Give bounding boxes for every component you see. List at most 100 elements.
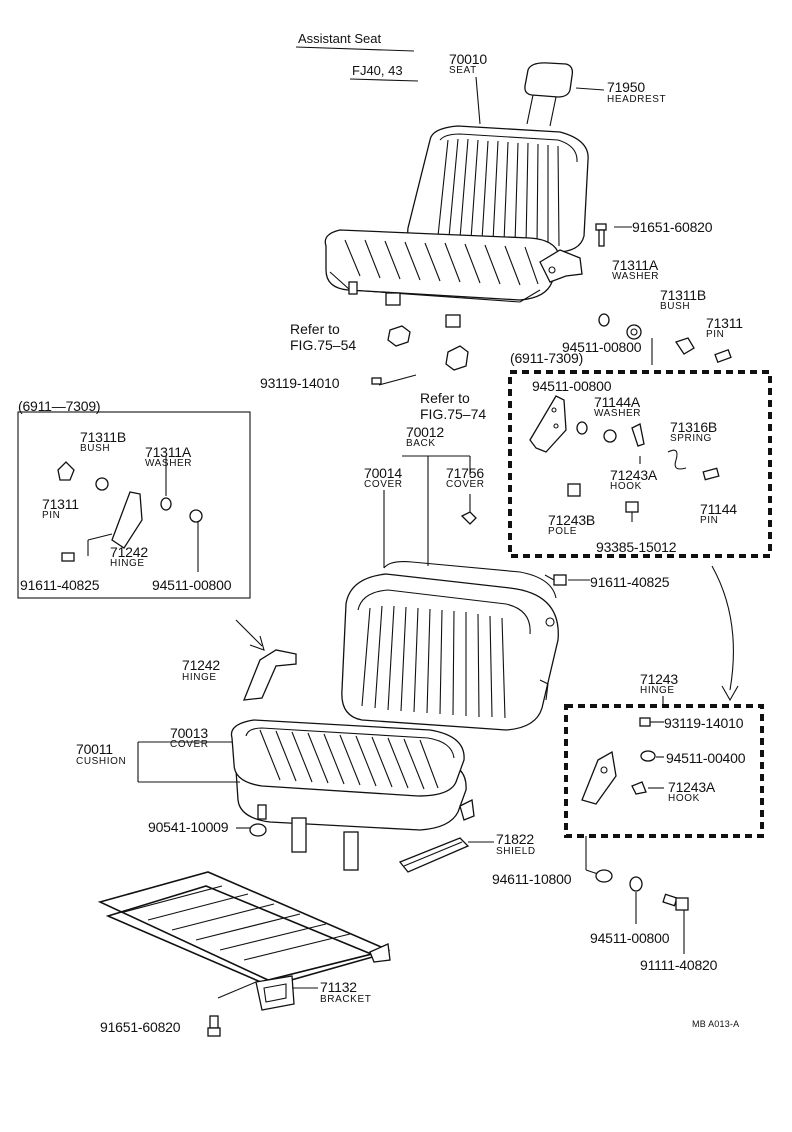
part-number-71316B: 71316B xyxy=(670,419,718,435)
right-inset-box xyxy=(508,370,772,558)
range-label-left: (6911—7309) xyxy=(18,398,101,414)
part-number-71311A-right: 71311A xyxy=(612,257,659,273)
refer-fig-75-74: Refer to FIG.75–74 xyxy=(420,390,486,422)
refer-line-2: FIG.75–54 xyxy=(290,337,357,353)
part-name-bush-left: BUSH xyxy=(80,443,111,454)
part-number-90541: 90541-10009 xyxy=(148,819,229,835)
range-label-right: (6911-7309) xyxy=(510,350,584,366)
part-name-bracket: BRACKET xyxy=(320,994,372,1005)
model-underline xyxy=(349,78,419,82)
seat-frame xyxy=(97,871,391,987)
part-number-71950: 71950 xyxy=(607,79,645,95)
part-number-70012: 70012 xyxy=(406,424,444,440)
hinge-71242-shape xyxy=(242,649,297,701)
seat-cushion-shape xyxy=(324,229,561,301)
right-hinge-fasteners xyxy=(598,313,732,365)
part-number-91651-bottom: 91651-60820 xyxy=(100,1019,181,1035)
part-number-70011: 70011 xyxy=(76,741,113,757)
refer-line-1: Refer to xyxy=(420,390,470,406)
bracket-71132-shape xyxy=(255,975,295,1011)
part-name-cushion: CUSHION xyxy=(76,756,127,767)
part-number-91611-left: 91611-40825 xyxy=(20,577,100,593)
part-name-hook-right: HOOK xyxy=(610,481,642,492)
headrest-shape xyxy=(524,62,574,98)
part-number-70014: 70014 xyxy=(364,465,402,481)
left-inset-parts xyxy=(57,456,203,572)
part-number-70013: 70013 xyxy=(170,725,208,741)
ref-fittings xyxy=(371,325,469,385)
part-number-94511-right-2: 94511-00800 xyxy=(532,378,612,394)
refer-fig-75-54: Refer to FIG.75–54 xyxy=(290,321,356,353)
bottom-right-inset-box xyxy=(564,704,764,838)
part-number-71243A-right: 71243A xyxy=(610,467,658,483)
leader-lines-top xyxy=(378,76,632,581)
title-underline xyxy=(295,46,415,52)
arrow-right xyxy=(711,565,734,691)
part-name-cover-70014: COVER xyxy=(364,479,403,490)
part-number-71243B: 71243B xyxy=(548,512,596,528)
part-number-71311-left: 71311 xyxy=(42,496,79,512)
part-name-hinge-71243: HINGE xyxy=(640,685,675,696)
part-name-pin-71144: PIN xyxy=(700,515,719,526)
right-inset-parts xyxy=(529,395,720,522)
seat-back-70012 xyxy=(341,561,559,731)
part-name-shield: SHIELD xyxy=(496,846,536,857)
part-number-71144A: 71144A xyxy=(594,394,641,410)
part-name-hinge-71242: HINGE xyxy=(182,672,217,683)
part-name-headrest: HEADREST xyxy=(607,94,667,105)
refer-line-2: FIG.75–74 xyxy=(420,406,487,422)
part-number-71311-right: 71311 xyxy=(706,315,743,331)
model-label: FJ40, 43 xyxy=(352,63,403,78)
part-number-93385: 93385-15012 xyxy=(596,539,677,555)
part-name-seat: SEAT xyxy=(449,65,477,76)
part-number-94511-right-1: 94511-00800 xyxy=(562,339,642,355)
bottom-right-inset-parts xyxy=(581,717,664,875)
part-number-71822: 71822 xyxy=(496,831,534,847)
part-number-91111: 91111-40820 xyxy=(640,957,718,973)
part-number-94611: 94611-10800 xyxy=(492,871,572,887)
arrow-left xyxy=(235,619,263,647)
bottom-right-washers xyxy=(595,869,689,954)
part-number-71242-left: 71242 xyxy=(110,544,148,560)
part-name-spring: SPRING xyxy=(670,433,712,444)
shield-71822-shape xyxy=(398,837,470,873)
part-name-washer-right: WASHER xyxy=(612,271,660,282)
seat-assembly-top xyxy=(324,62,589,328)
left-inset-box xyxy=(17,411,251,599)
part-number-71144: 71144 xyxy=(700,501,737,517)
part-number-71243A-bottom: 71243A xyxy=(668,779,716,795)
part-number-91611-right: 91611-40825 xyxy=(590,574,670,590)
part-name-washer-left: WASHER xyxy=(145,458,193,469)
part-number-93119-top: 93119-14010 xyxy=(260,375,340,391)
part-number-91651-top: 91651-60820 xyxy=(632,219,713,235)
part-name-pole: POLE xyxy=(548,526,578,537)
part-name-washer-71144A: WASHER xyxy=(594,408,642,419)
part-name-pin-left: PIN xyxy=(42,510,61,521)
refer-line-1: Refer to xyxy=(290,321,340,337)
bolt-91611-right xyxy=(544,574,567,586)
part-name-hinge-left: HINGE xyxy=(110,558,145,569)
part-name-pin-right: PIN xyxy=(706,329,725,340)
part-number-71132: 71132 xyxy=(320,979,357,995)
part-number-71311B-left: 71311B xyxy=(80,429,127,445)
part-name-cover-70013: COVER xyxy=(170,739,209,750)
cover-71756-shape xyxy=(460,511,477,525)
part-number-71311A-left: 71311A xyxy=(145,444,192,460)
part-number-93119-bottom: 93119-14010 xyxy=(664,715,744,731)
part-number-71243: 71243 xyxy=(640,671,678,687)
cushion-70011 xyxy=(230,719,475,871)
page-title: Assistant Seat xyxy=(298,31,382,46)
bush-90541-shape xyxy=(249,823,267,837)
part-name-hook-bottom: HOOK xyxy=(668,793,700,804)
part-name-back: BACK xyxy=(406,438,436,449)
part-number-70010: 70010 xyxy=(449,51,487,67)
bolt-91651-bottom xyxy=(207,1015,221,1037)
part-name-bush-right: BUSH xyxy=(660,301,691,312)
part-number-71756: 71756 xyxy=(446,465,484,481)
leader-lines-mid xyxy=(383,455,471,568)
part-number-71311B-right: 71311B xyxy=(660,287,707,303)
leader-lines-cushion xyxy=(137,741,494,843)
bolt-91651-top xyxy=(595,223,607,247)
